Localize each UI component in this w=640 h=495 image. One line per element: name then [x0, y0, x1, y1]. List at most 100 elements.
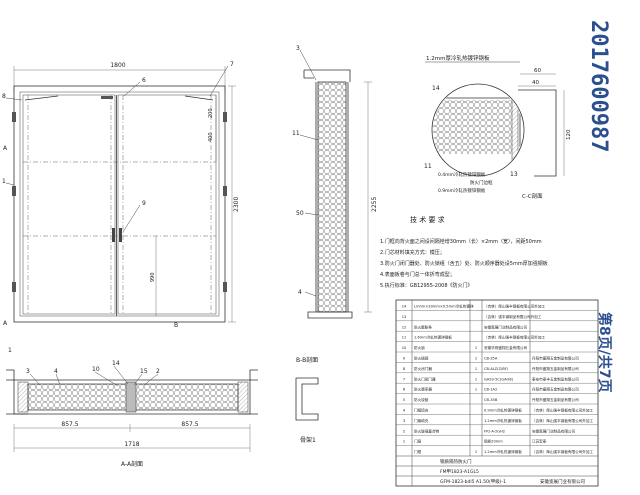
bom-cell-maker: 丹阳市盛翔五金制品有限公司 — [532, 355, 579, 360]
cc-note-2: 防火门边框 — [470, 179, 493, 186]
hinge-dim-1: 200 — [208, 108, 214, 118]
section-bb-height: 2255 — [371, 197, 378, 212]
bom-cell-no: 8 — [403, 367, 406, 371]
bom-cell-spec: CB-35A — [484, 356, 498, 360]
tech-req-item-3: 3.防火门闭门器处、防火锁组（含五）处、防火顺序器处设5mm厚加强钢板 — [380, 260, 548, 267]
bom-cell-no: 5 — [403, 398, 405, 402]
bb-callout-11: 11 — [292, 130, 300, 137]
bom-cell-no: 4 — [403, 408, 406, 412]
bom-cell-name: 1.6mm冷轧热镀锌钢板 — [414, 335, 452, 340]
front-view: 1800 6 7 8 — [2, 61, 240, 329]
cc-callout-13: 13 — [510, 171, 518, 178]
bom-cell-maker: 安徽宽展门业制品有限公司 — [532, 428, 576, 433]
honeycomb-core — [317, 81, 347, 313]
tech-req-item-4: 4.表面板卷与门总一体折弯成型； — [380, 271, 455, 278]
bom-cell-qty: 1 — [475, 450, 477, 454]
bom-cell-maker: （吉林）辉山强丰钢板有限公司外加工 — [532, 449, 593, 454]
cc-note-3: 0.9mm冷轧热镀锌钢板 — [438, 187, 486, 194]
bom-cell-no: 3 — [403, 419, 405, 423]
handle-dim: 990 — [150, 272, 156, 282]
bom-cell-name: Lmhm×30mm×0.5mm冷轧热镀锌 — [414, 303, 474, 308]
title-block-name: 钢质隔热防火门 — [440, 458, 472, 465]
bom-cell-name: 门框 — [414, 449, 422, 454]
bom-cell-spec: CB-35B — [484, 398, 498, 402]
bom-cell-maker: 江苏宏泰 — [532, 439, 547, 444]
svg-text:B: B — [174, 322, 178, 329]
bom-cell-name: 防火顺序器 — [414, 387, 432, 392]
title-block-company: 安徽宽展门业有限公司 — [540, 478, 585, 485]
height-dimension-text: 2300 — [233, 197, 240, 212]
aa-dim-left: 857.5 — [61, 421, 78, 428]
bom-cell-spec: （吉林）辉山强丰钢板有限公司外加工 — [484, 335, 545, 340]
callout-6: 6 — [142, 77, 146, 84]
cc-dim-60: 60 — [534, 68, 541, 74]
tech-requirements: 技 术 要 求 1.门框向背火面之间设间隔栓增30mm（长）×2mm（宽），间距… — [380, 215, 548, 289]
aa-callout-4: 4 — [54, 368, 58, 375]
bom-cell-name: 防火锁 — [414, 345, 425, 350]
bom-cell-no: 2 — [403, 429, 405, 433]
bom-cell-spec: 1.2mm冷轧热镀锌钢板 — [484, 418, 522, 423]
closer-arm-right — [184, 95, 214, 101]
lock-handle-icon — [112, 228, 115, 242]
bom-cell-no: 7 — [403, 377, 405, 381]
hinge-icon — [12, 186, 16, 196]
cc-dim-120: 120 — [566, 129, 572, 140]
bom-cell-spec: （吉林）强丰钢制品有限公司外加工 — [484, 314, 542, 319]
callout-1: 1 — [2, 178, 6, 185]
bom-cell-no: 13 — [402, 315, 407, 319]
bom-cell-maker: 丹阳市盛翔五金制品有限公司 — [532, 366, 579, 371]
aa-callout-2: 2 — [156, 368, 160, 375]
cc-note-1: 0.4mm冷轧热镀锌钢板 — [438, 171, 486, 178]
tech-req-item-2: 2.门芯材料填充方式：模压； — [380, 249, 445, 256]
hinge-icon — [12, 282, 16, 292]
hinge-dim-2: 400 — [208, 132, 214, 142]
section-aa-title: A-A剖面 — [121, 460, 143, 468]
cc-note-top: 1.2mm厚冷轧热镀锌钢板 — [426, 54, 490, 62]
cc-callout-14: 14 — [432, 85, 440, 92]
cc-title: C-C剖面 — [522, 192, 543, 200]
bom-cell-maker: 泰安市泰丰五金制品有限公司 — [532, 376, 579, 381]
bom-cell-name: 防火铰链 — [414, 397, 429, 402]
bom-cell-qty: 1 — [475, 377, 477, 381]
hinge-icon — [223, 112, 227, 122]
bom-cell-no: 9 — [403, 356, 406, 360]
callout-9: 9 — [142, 200, 146, 207]
door-leaf-left — [22, 94, 116, 315]
serial-stamp: 2017600987 — [586, 20, 611, 152]
bom-cell-maker: （吉林）辉山强丰钢板有限公司外加工 — [532, 418, 593, 423]
bom-cell-name: 防火闭门器 — [414, 366, 432, 371]
bom-cell-qty: 1 — [475, 356, 477, 360]
title-block-model: GFM-1823-bdl5 A1.50(甲级)-1 — [440, 478, 506, 485]
detail-circle — [431, 83, 525, 177]
bb-callout-3: 3 — [296, 45, 300, 52]
bom-cell-maker: 丹阳市盛翔五金制品有限公司 — [532, 397, 579, 402]
aa-callout-3: 3 — [26, 368, 30, 375]
bb-callout-4: 4 — [298, 289, 302, 296]
section-aa: 1 3 4 10 14 15 2 857.5 857.5 1718 A-A剖面 — [6, 347, 258, 468]
callout-8: 8 — [2, 93, 6, 100]
hinge-icon — [223, 282, 227, 292]
bill-of-materials-table: 1 4 Lmhm×30mm×0.5mm冷轧热镀锌 （吉林）辉山强丰钢板有限公司外加工 1… — [395, 299, 599, 487]
door-leaf-right — [117, 94, 217, 315]
bom-cell-no: 11 — [402, 336, 407, 340]
aa-dim-total: 1718 — [124, 441, 139, 448]
bom-cell-spec: CB-ALZ(Z/BF) — [484, 367, 509, 371]
bom-cell-no: 1 — [403, 440, 405, 444]
bom-cell-name: 防火插销 — [414, 355, 429, 360]
bom-cell-spec: 安徽华府盛翔五金有限公司 — [484, 345, 528, 350]
detail-cc: 1.2mm厚冷轧热镀锌钢板 60 40 120 14 11 13 0.4mm冷轧… — [424, 54, 572, 200]
bom-cell-name: 门扇填充 — [414, 418, 429, 423]
width-dimension-text: 1800 — [110, 62, 125, 69]
hinge-icon — [223, 186, 227, 196]
closer-arm-left — [24, 95, 59, 101]
keel-title: 骨架1 — [300, 436, 316, 444]
section-bb: 2255 3 11 50 4 B-B剖面 — [292, 45, 378, 364]
bom-cell-spec: 0.9mm冷轧热镀锌钢板 — [484, 407, 522, 412]
bb-callout-50: 50 — [296, 210, 304, 217]
cc-dim-40: 40 — [532, 80, 539, 86]
bom-cell-name: 门扇 — [414, 439, 422, 444]
bom-cell-spec: CB-1A2 — [484, 388, 497, 392]
bom-cell-spec: 1.2mm冷轧热镀锌钢板 — [484, 449, 522, 454]
bom-cell-no: 12 — [402, 325, 407, 329]
